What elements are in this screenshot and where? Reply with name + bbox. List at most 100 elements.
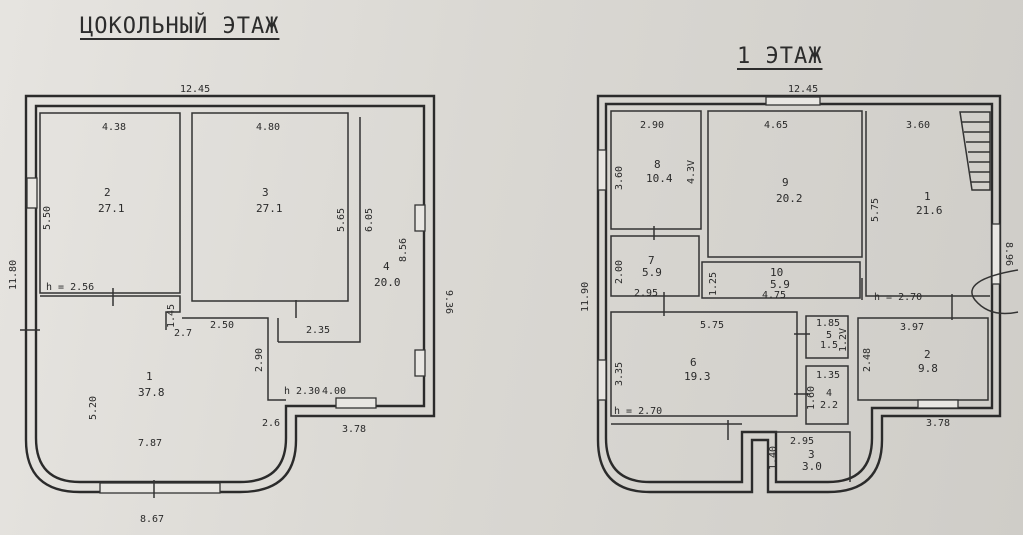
- ff-room-2-num: 2: [924, 348, 931, 361]
- svg-text:5.75: 5.75: [870, 198, 881, 222]
- svg-text:7.87: 7.87: [138, 438, 162, 449]
- svg-text:1.35: 1.35: [816, 370, 840, 381]
- window: [597, 359, 607, 401]
- basement-room-2-area: 27.1: [98, 202, 125, 215]
- ff-room-8-num: 8: [654, 158, 661, 171]
- svg-text:4.65: 4.65: [764, 120, 788, 131]
- dim-basement-height: 11.80: [8, 260, 19, 290]
- svg-text:h = 2.56: h = 2.56: [46, 282, 94, 293]
- svg-text:3.78: 3.78: [342, 424, 366, 435]
- ff-room-4-num: 4: [826, 388, 832, 399]
- svg-text:2.00: 2.00: [614, 260, 625, 284]
- dim-basement-bottom: 8.67: [140, 514, 164, 525]
- ff-room-5-outline: [805, 315, 849, 359]
- ff-room-1-num: 1: [924, 190, 931, 203]
- staircase: [959, 111, 991, 191]
- ff-room-7-outline: [610, 235, 700, 297]
- dim-ff-width: 12.45: [788, 84, 818, 95]
- svg-text:3.60: 3.60: [614, 166, 625, 190]
- first-floor-plan: 12.45 11.90 8.96 8 10.4 9 20.2 1 21.6 7 …: [580, 84, 1019, 494]
- basement-title: ЦОКОЛЬНЫЙ ЭТАЖ: [80, 14, 280, 39]
- svg-text:5.50: 5.50: [42, 206, 53, 230]
- ff-room-1-wall: [865, 111, 990, 297]
- basement-room-1-num: 1: [146, 370, 153, 383]
- svg-text:2.95: 2.95: [790, 436, 814, 447]
- ff-room-4-area: 2.2: [820, 400, 838, 411]
- svg-text:h = 2.70: h = 2.70: [874, 292, 922, 303]
- svg-text:1.85: 1.85: [816, 318, 840, 329]
- svg-text:2.35: 2.35: [306, 325, 330, 336]
- ff-room-3-num: 3: [808, 448, 815, 461]
- ff-room-8-outline: [610, 110, 702, 230]
- ff-room-3-area: 3.0: [802, 460, 822, 473]
- svg-text:2.50: 2.50: [210, 320, 234, 331]
- svg-text:3.60: 3.60: [906, 120, 930, 131]
- window: [99, 482, 221, 494]
- basement-room-4-num: 4: [383, 260, 390, 273]
- basement-inner-wall: [34, 104, 426, 484]
- ff-room-6-outline: [610, 311, 798, 417]
- svg-text:3.78: 3.78: [926, 418, 950, 429]
- ff-room-7-num: 7: [648, 254, 655, 267]
- svg-text:4.75: 4.75: [762, 290, 786, 301]
- window: [26, 177, 38, 209]
- basement-hall-wall: [40, 295, 181, 330]
- ff-room-1-area: 21.6: [916, 204, 943, 217]
- basement-room-4-wall: [278, 117, 361, 343]
- svg-text:1.25: 1.25: [708, 272, 719, 296]
- first-floor-title: 1 ЭТАЖ: [737, 44, 823, 69]
- svg-text:5.65: 5.65: [336, 208, 347, 232]
- first-floor-outer-wall: [596, 94, 1002, 494]
- basement-stair-wall: [182, 317, 286, 401]
- window: [335, 397, 377, 409]
- svg-text:3.97: 3.97: [900, 322, 924, 333]
- svg-text:6.05: 6.05: [364, 208, 375, 232]
- dim-ff-right: 8.96: [1003, 242, 1014, 266]
- ff-room-10-num: 10: [770, 266, 783, 279]
- entrance-arc: [971, 269, 1019, 315]
- basement-room-1-area: 37.8: [138, 386, 165, 399]
- ff-room-2-area: 9.8: [918, 362, 938, 375]
- window: [597, 149, 607, 191]
- svg-text:2.90: 2.90: [640, 120, 664, 131]
- ff-room-8-area: 10.4: [646, 172, 673, 185]
- svg-text:2.48: 2.48: [862, 348, 873, 372]
- svg-text:2.6: 2.6: [262, 418, 280, 429]
- basement-outer-wall: [24, 94, 436, 494]
- window: [991, 223, 1001, 285]
- svg-text:1.45: 1.45: [166, 304, 177, 328]
- svg-text:5.75: 5.75: [700, 320, 724, 331]
- ff-room-9-area: 20.2: [776, 192, 803, 205]
- ff-room-9-outline: [707, 110, 863, 258]
- svg-text:4.80: 4.80: [256, 122, 280, 133]
- basement-room-3-num: 3: [262, 186, 269, 199]
- window: [765, 96, 821, 106]
- basement-room-4-area: 20.0: [374, 276, 401, 289]
- window: [917, 399, 959, 409]
- svg-text:4.00: 4.00: [322, 386, 346, 397]
- svg-text:2.95: 2.95: [634, 288, 658, 299]
- svg-text:h = 2.70: h = 2.70: [614, 406, 662, 417]
- svg-text:3.35: 3.35: [614, 362, 625, 386]
- svg-text:2.90: 2.90: [254, 348, 265, 372]
- svg-text:1.60: 1.60: [806, 386, 817, 410]
- ff-room-4-outline: [805, 365, 849, 425]
- window: [414, 204, 426, 232]
- svg-text:5.20: 5.20: [88, 396, 99, 420]
- basement-room-3-area: 27.1: [256, 202, 283, 215]
- basement-room-2-num: 2: [104, 186, 111, 199]
- ff-room-9-num: 9: [782, 176, 789, 189]
- basement-room-3-outline: [191, 112, 349, 302]
- first-floor-inner-wall: [604, 102, 994, 484]
- svg-text:1.2V: 1.2V: [838, 328, 849, 352]
- ff-room-6-num: 6: [690, 356, 697, 369]
- dim-ff-height: 11.90: [580, 282, 591, 312]
- svg-text:4.38: 4.38: [102, 122, 126, 133]
- ff-room-5-area: 1.5: [820, 340, 838, 351]
- basement-plan: 12.45 8.67 11.80 9.36 2 27.1 3 27.1 4 20…: [8, 84, 454, 525]
- ff-room-10-area: 5.9: [770, 278, 790, 291]
- svg-text:h 2.30: h 2.30: [284, 386, 320, 397]
- svg-text:8.56: 8.56: [398, 238, 409, 262]
